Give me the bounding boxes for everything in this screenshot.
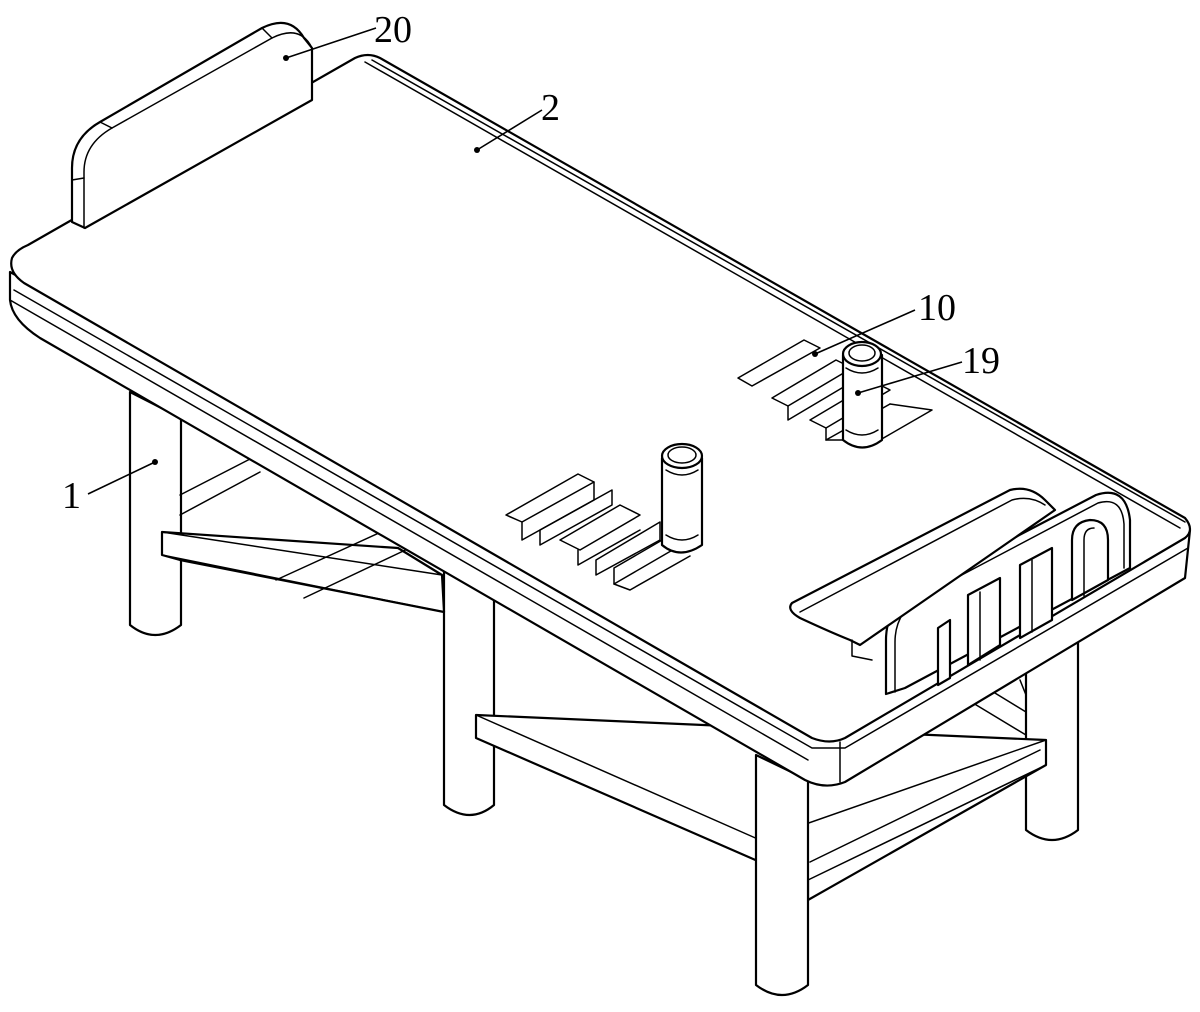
label-19: 19 (962, 340, 1000, 382)
footboard (884, 491, 1132, 696)
post-right (841, 340, 884, 449)
leg-back-right (1024, 638, 1080, 842)
callout-19: 19 (855, 340, 1000, 396)
label-1: 1 (62, 475, 81, 517)
label-20: 20 (374, 9, 412, 51)
callout-10: 10 (812, 287, 956, 357)
headboard (70, 21, 314, 230)
post-left (660, 442, 704, 554)
label-10: 10 (918, 287, 956, 329)
callout-2: 2 (474, 87, 560, 153)
callout-1: 1 (62, 459, 158, 517)
leg-back-left (128, 390, 183, 637)
bed-frame (128, 390, 1080, 997)
pillow (789, 487, 1057, 661)
slot-group-left (505, 473, 691, 591)
label-2: 2 (541, 87, 560, 129)
leg-front (754, 753, 810, 997)
leg-middle (442, 568, 496, 817)
callout-20: 20 (283, 9, 412, 61)
